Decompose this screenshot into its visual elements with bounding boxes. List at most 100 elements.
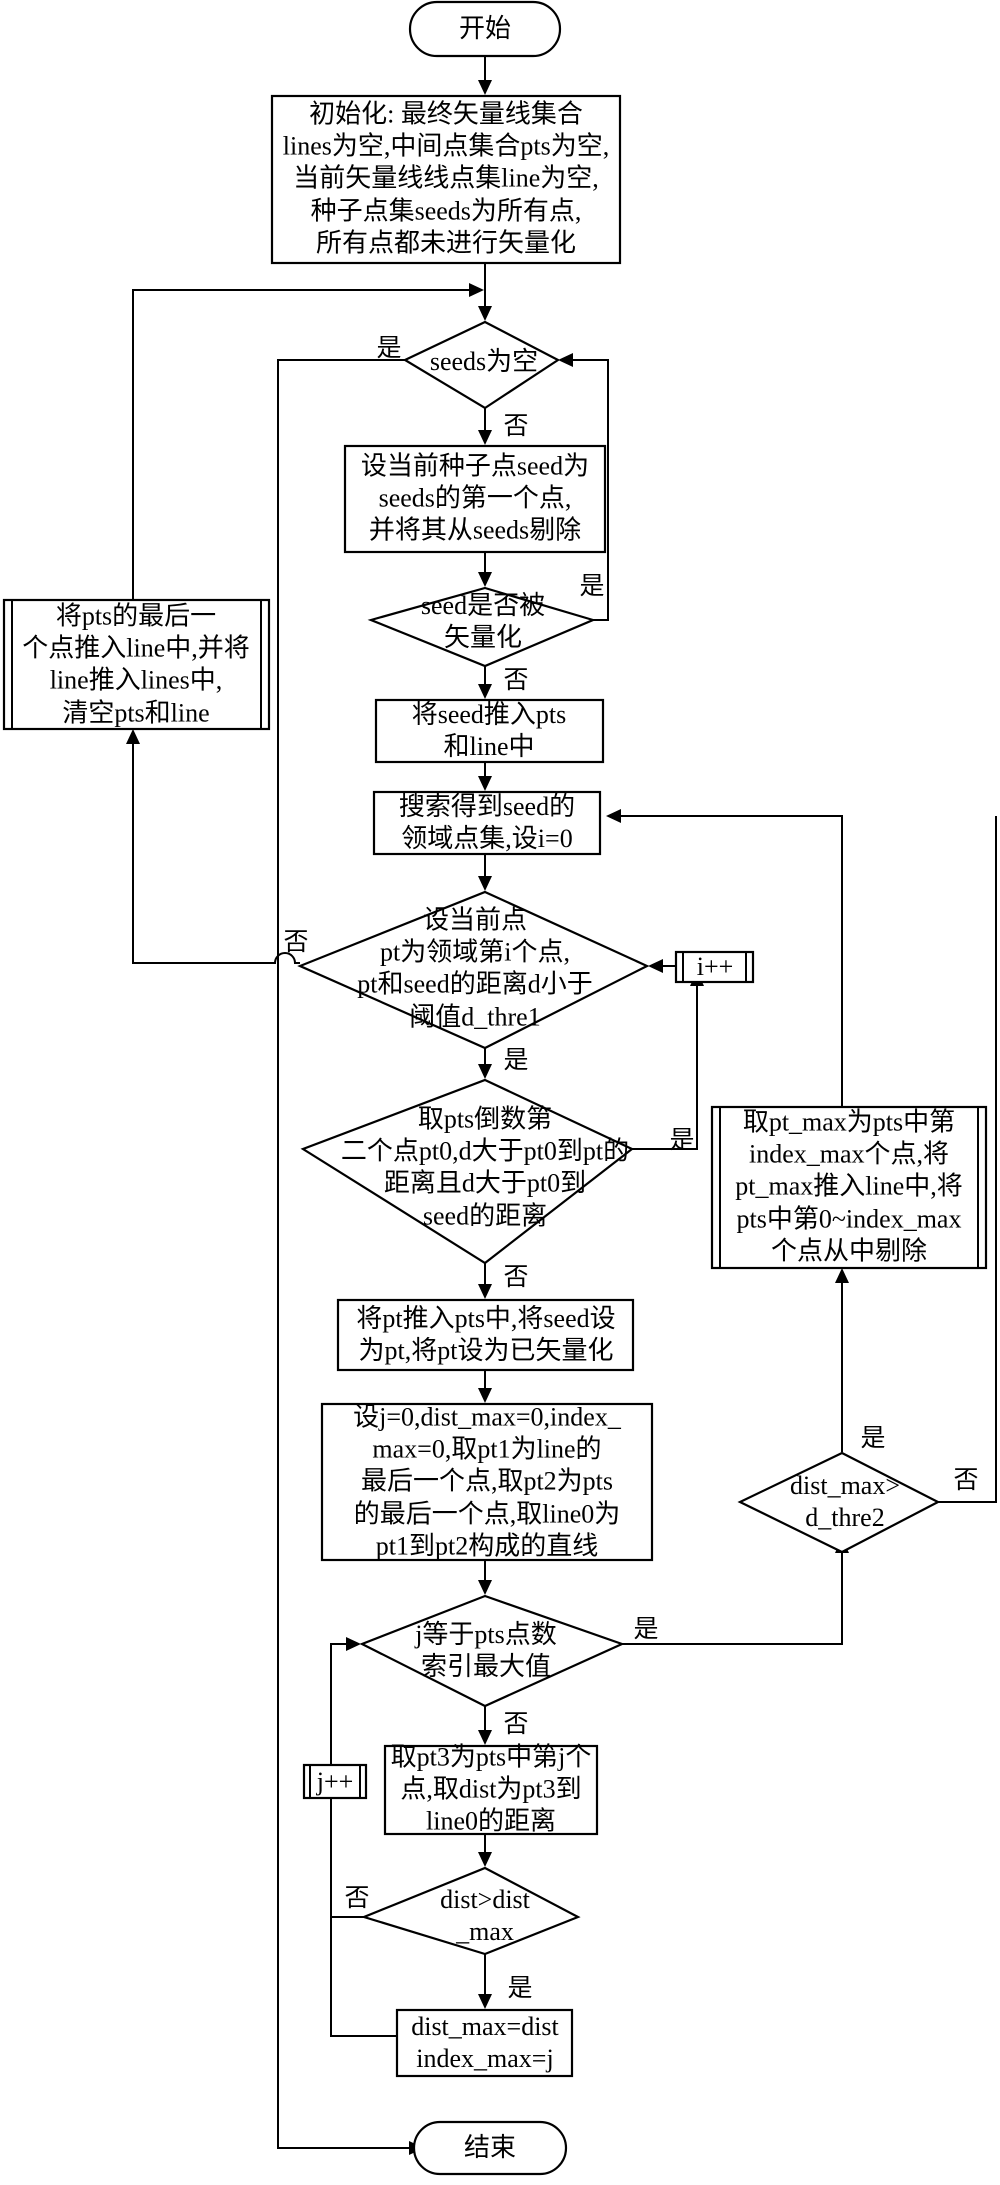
label-line: dist>dist	[440, 1884, 530, 1914]
label-line: j++	[316, 1766, 354, 1796]
label-line: index_max=j	[416, 2044, 554, 2073]
arrowhead	[478, 1852, 492, 1867]
arrowhead	[478, 684, 492, 699]
label-line: max=0,取pt1为line的	[372, 1434, 602, 1464]
label-line: dist_max>	[790, 1470, 900, 1500]
label-dist-gt: dist>dist _max	[440, 1884, 530, 1948]
label-line: 取pt_max为pts中第	[742, 1107, 956, 1137]
label-end: 结束	[464, 2132, 516, 2164]
arrowhead	[478, 876, 492, 891]
edge-ptmax-search	[620, 815, 843, 1107]
label-line: 将seed推入pts	[411, 699, 567, 729]
edge-assign-jinc	[330, 1917, 397, 2037]
node-push-pt	[336, 1298, 635, 1372]
label-line: seeds的第一个点,	[378, 483, 572, 513]
label-line: seeds为空	[429, 346, 539, 376]
edge-label-pt0-yes: 是	[669, 1127, 695, 1154]
label-line: line推入lines中,	[49, 666, 223, 695]
edge-label-pt0-no: 否	[503, 1264, 529, 1291]
edge-label-seeds-yes: 是	[376, 335, 402, 362]
label-line: index_max个点,将	[748, 1139, 950, 1169]
label-search: 搜索得到seed的领域点集,设i=0	[399, 791, 575, 855]
node-push-seed	[374, 698, 605, 764]
arrowhead	[478, 1388, 492, 1403]
arrowhead	[478, 1580, 492, 1595]
label-line: 初始化: 最终矢量线集合	[309, 99, 583, 129]
label-line: 阈值d_thre1	[409, 1002, 541, 1032]
node-init	[270, 94, 622, 265]
label-line: 当前矢量线线点集line为空,	[293, 163, 599, 193]
label-set-j: 设j=0,dist_max=0,index_max=0,取pt1为line的最后…	[353, 1401, 621, 1562]
label-push-pt: 将pt推入pts中,将seed设为pt,将pt设为已矢量化	[356, 1303, 615, 1367]
label-line: seed是否被	[420, 590, 546, 620]
label-line: _max	[456, 1917, 514, 1946]
arrowhead	[478, 1994, 492, 2009]
arrowhead	[606, 809, 621, 823]
label-line: 点,取dist为pt3到	[400, 1774, 582, 1804]
label-line: 为pt,将pt设为已矢量化	[358, 1336, 614, 1365]
label-line: 所有点都未进行矢量化	[315, 228, 577, 258]
edge-dmax-no-search	[938, 816, 997, 1503]
label-line: pt和seed的距离d小于	[357, 970, 593, 999]
label-line: 领域点集,设i=0	[401, 824, 573, 853]
arrowhead	[126, 729, 140, 744]
arrowhead	[478, 1064, 492, 1079]
label-line: 取pt3为pts中第j个	[390, 1742, 592, 1772]
node-seeds-empty	[402, 320, 561, 410]
label-line: 和line中	[443, 732, 535, 761]
edges	[132, 56, 997, 2149]
label-line: pt为领域第i个点,	[380, 937, 570, 967]
label-line: 二个点pt0,d大于pt0到pt的	[340, 1136, 630, 1166]
edge-setpt-no-pushlast	[132, 742, 300, 964]
edge-label-dist-yes: 是	[507, 1975, 533, 2002]
edge-label-seedvec-no: 否	[503, 667, 529, 694]
edge-label-dmax-yes: 是	[860, 1425, 886, 1452]
node-dmax-gt	[737, 1451, 941, 1554]
label-line: 设当前点	[422, 905, 527, 935]
label-line: 个点推入line中,并将	[22, 633, 250, 663]
edge-label-jeq-no: 否	[503, 1711, 529, 1738]
label-line: pt1到pt2构成的直线	[375, 1531, 599, 1561]
edge-seedvec-yes-loop	[572, 359, 609, 621]
label-j-inc: j++	[317, 1766, 354, 1798]
label-line: 清空pts和line	[62, 698, 210, 728]
node-end	[412, 2120, 568, 2176]
node-seed-vec	[367, 586, 597, 668]
arrowhead	[478, 306, 492, 321]
label-i-inc: i++	[697, 951, 734, 983]
arrowhead	[478, 80, 492, 95]
label-dmax-gt: dist_max>d_thre2	[790, 1470, 900, 1534]
node-take-pt3	[383, 1744, 599, 1836]
label-push-seed: 将seed推入pts 和line中	[412, 699, 567, 763]
arrowhead	[478, 1730, 492, 1745]
label-line: j等于pts点数	[415, 1619, 557, 1649]
arrowhead	[478, 430, 492, 445]
edge-seeds-yes-end	[277, 359, 410, 2149]
node-j-eq	[359, 1594, 625, 1708]
edge-jinc-jeq	[330, 1643, 347, 1765]
node-set-j	[320, 1402, 654, 1562]
label-line: 设当前种子点seed为	[360, 451, 590, 481]
label-seed-vec: seed是否被矢量化	[421, 590, 545, 654]
node-search	[372, 790, 602, 856]
label-line: 将pt推入pts中,将seed设	[356, 1303, 616, 1333]
arrowhead	[478, 1284, 492, 1299]
node-push-last	[2, 598, 271, 731]
label-line: seed的距离	[422, 1201, 548, 1231]
label-line: 设j=0,dist_max=0,index_	[353, 1402, 621, 1432]
label-line: 取pts倒数第	[417, 1104, 553, 1134]
edge-label-dmax-no: 否	[953, 1467, 979, 1494]
edge-label-seedvec-yes: 是	[579, 573, 605, 600]
label-line: 并将其从seeds剔除	[368, 516, 582, 546]
label-j-eq: j等于pts点数索引最大值	[415, 1619, 557, 1683]
label-line: lines为空,中间点集合pts为空,	[282, 131, 610, 161]
arrowhead	[835, 1268, 849, 1283]
